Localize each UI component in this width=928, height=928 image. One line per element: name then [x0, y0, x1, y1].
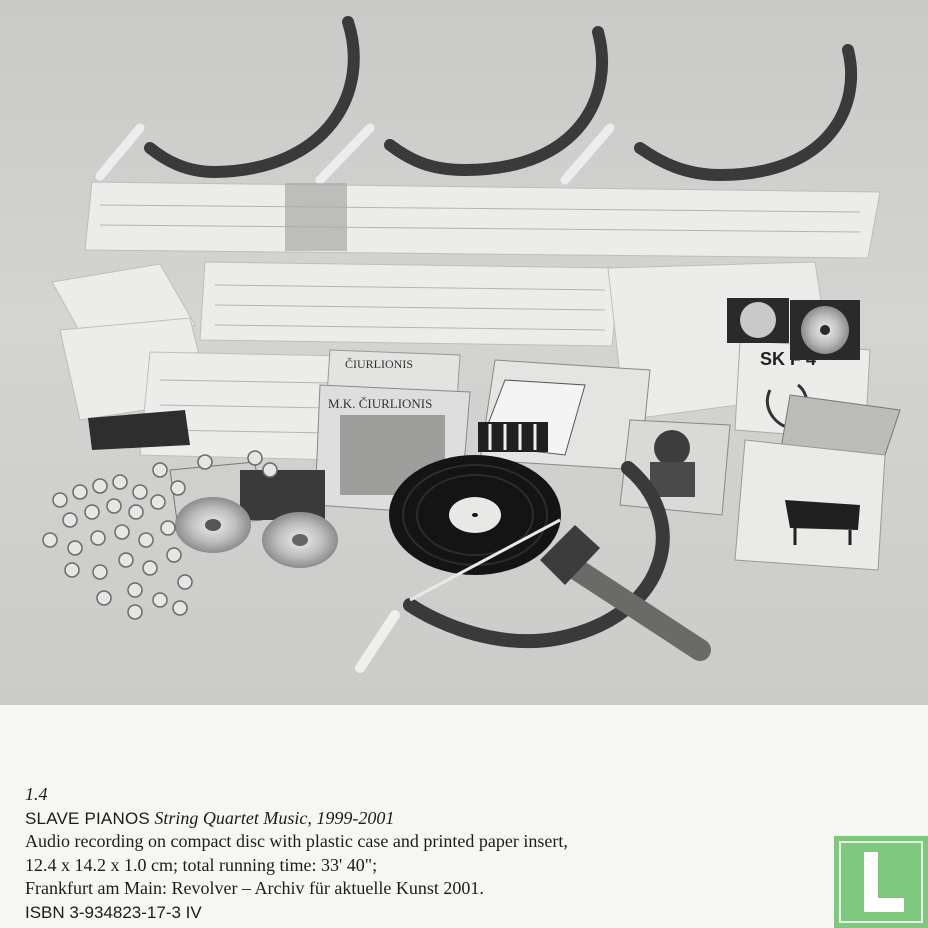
scythe-handles-top [95, 123, 615, 185]
caption-block: 1.4 SLAVE PIANOS String Quartet Music, 1… [25, 783, 825, 924]
photo-illustration: ČIURLIONIS M.K. ČIURLIONIS SK F 4 [0, 0, 928, 705]
logo-letter-l [864, 852, 904, 912]
caption-heading: SLAVE PIANOS String Quartet Music, 1999-… [25, 807, 825, 831]
front-scythe [355, 461, 670, 673]
cover-text-mk-ciurlionis: M.K. ČIURLIONIS [328, 396, 432, 411]
logo-background [834, 836, 928, 928]
isbn: ISBN 3-934823-17-3 IV [25, 902, 202, 922]
cover-text-ciurlionis: ČIURLIONIS [345, 357, 413, 371]
score-staff-lines [99, 204, 861, 434]
artist-name: SLAVE PIANOS [25, 808, 150, 828]
skf-poster: SK F 4 [727, 298, 871, 441]
caption-line-1: Audio recording on compact disc with pla… [25, 831, 568, 851]
figure-number: 1.4 [25, 784, 48, 804]
compact-discs [169, 461, 338, 568]
artwork-photo: ČIURLIONIS M.K. ČIURLIONIS SK F 4 [0, 0, 928, 705]
score-fragment [285, 183, 347, 251]
caption-line-3: Frankfurt am Main: Revolver – Archiv für… [25, 878, 484, 898]
watermark-logo [834, 836, 928, 928]
vinyl-record [389, 455, 561, 575]
hammer [540, 525, 711, 661]
dark-slip [88, 410, 190, 450]
score-sheets [51, 181, 881, 461]
badges-scattered [42, 450, 278, 620]
scythe-blades-top [144, 16, 858, 182]
caption-line-2: 12.4 x 14.2 x 1.0 cm; total running time… [25, 854, 378, 875]
right-side-cards [734, 394, 901, 571]
work-title: String Quartet Music, 1999-2001 [154, 807, 395, 828]
